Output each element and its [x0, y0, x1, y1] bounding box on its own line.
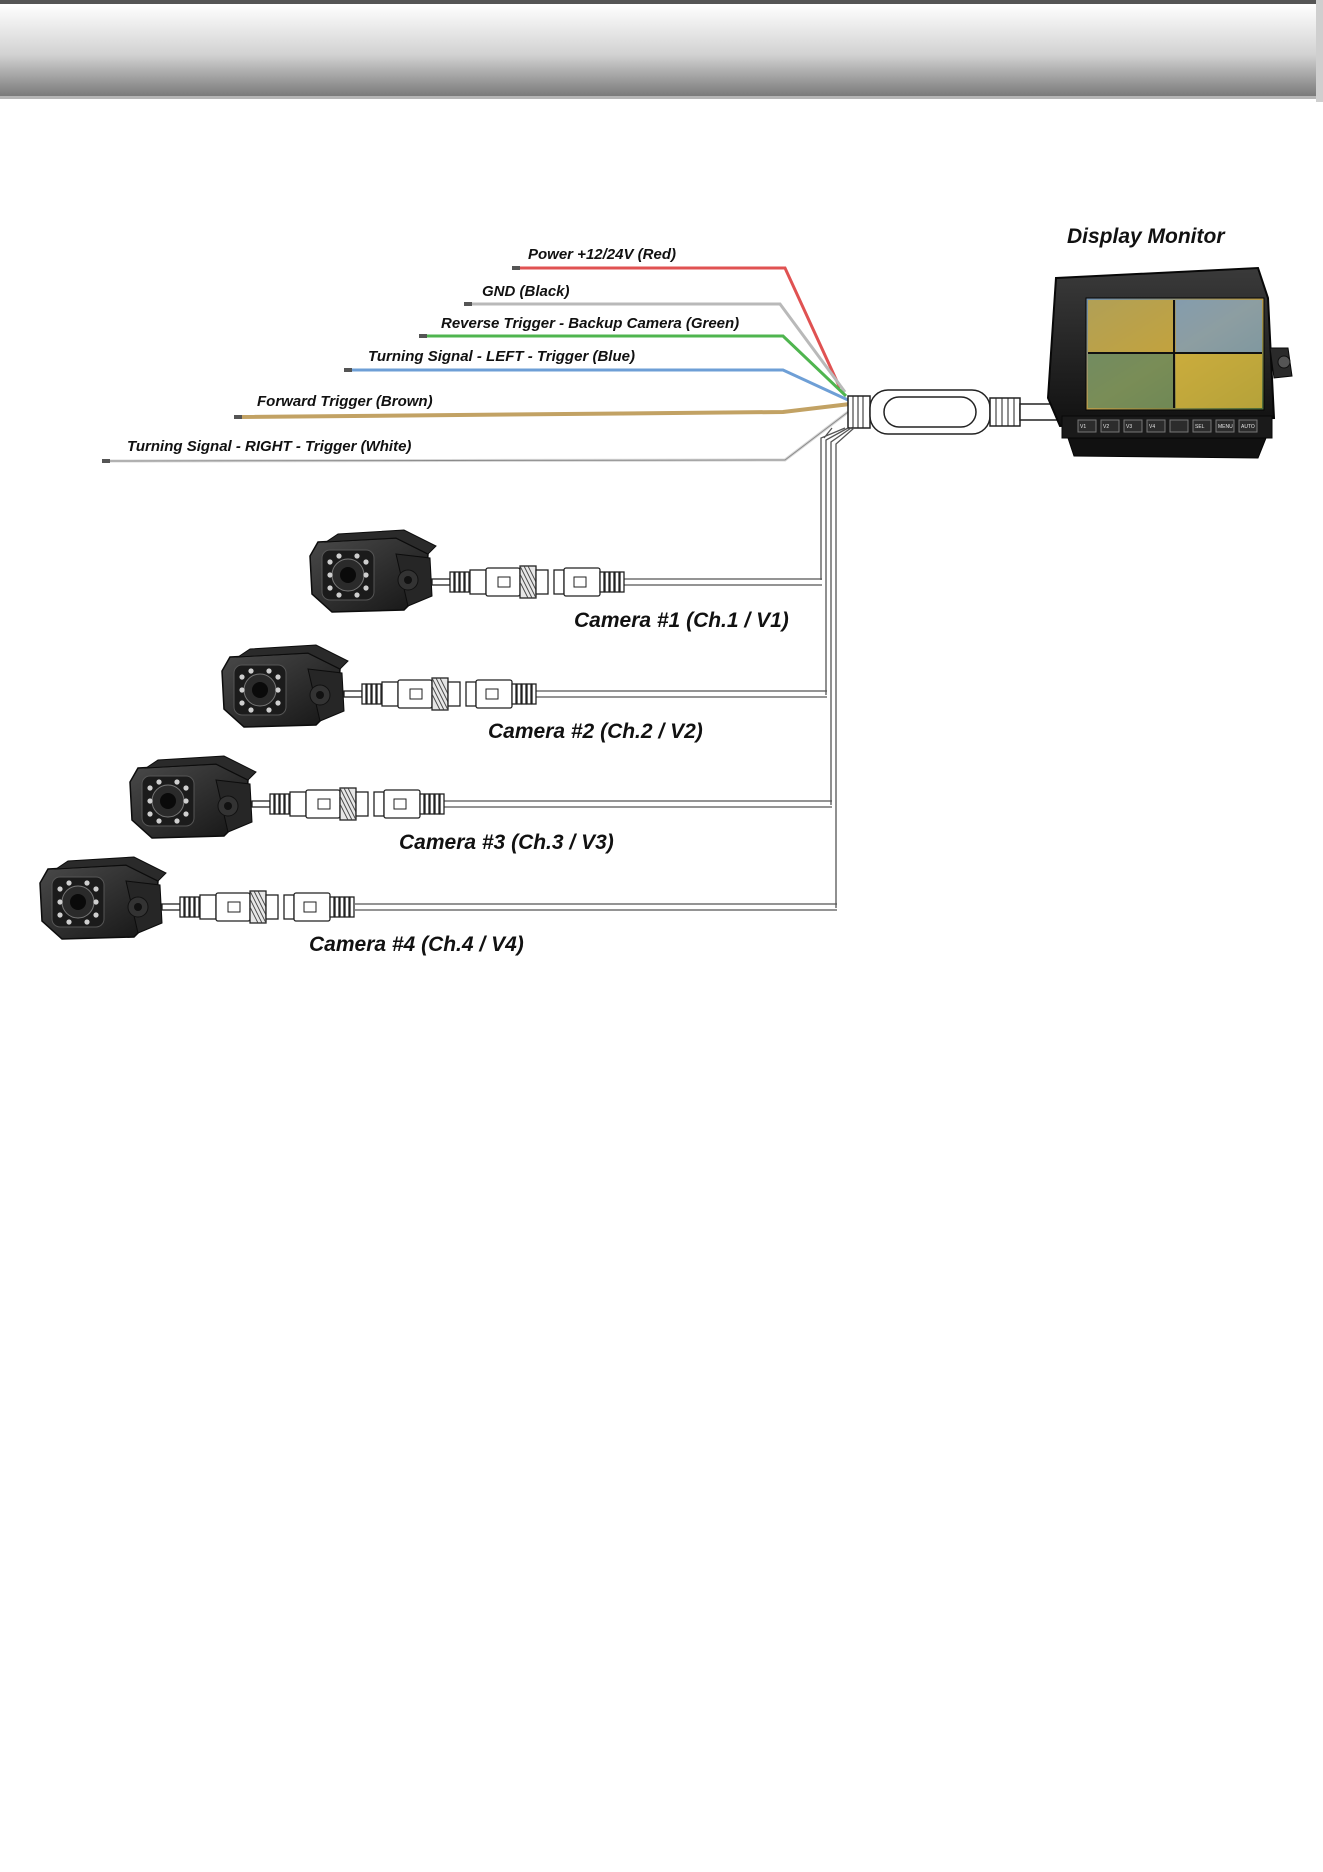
monitor-button-label: V2	[1103, 424, 1109, 430]
camera-label-3: Camera #3 (Ch.3 / V3)	[399, 831, 614, 854]
camera-label-2: Camera #2 (Ch.2 / V2)	[488, 720, 703, 743]
wire-label-power: Power +12/24V (Red)	[528, 246, 676, 263]
monitor-button-label: SEL	[1195, 424, 1205, 430]
monitor-button-label: V4	[1149, 424, 1155, 430]
monitor-button[interactable]	[1169, 419, 1189, 433]
monitor-label: Display Monitor	[1067, 225, 1226, 248]
wire-reverse	[425, 334, 848, 398]
camera-label-1: Camera #1 (Ch.1 / V1)	[574, 609, 789, 632]
monitor-button[interactable]	[1192, 419, 1212, 433]
wire-power	[518, 266, 842, 389]
monitor-button[interactable]	[1123, 419, 1143, 433]
wire-label-reverse: Reverse Trigger - Backup Camera (Green)	[441, 315, 739, 332]
monitor-button[interactable]	[1238, 419, 1258, 433]
junction-box	[847, 389, 1059, 435]
camera-3	[129, 755, 445, 839]
wire-label-turn-left: Turning Signal - LEFT - Trigger (Blue)	[368, 348, 635, 365]
monitor-button-label: AUTO	[1241, 424, 1255, 430]
header-bar	[0, 0, 1323, 102]
wire-forward	[239, 402, 851, 419]
monitor-button-label: V1	[1080, 424, 1086, 430]
monitor-button[interactable]	[1100, 419, 1120, 433]
monitor-button[interactable]	[1215, 419, 1235, 433]
camera-label-4: Camera #4 (Ch.4 / V4)	[309, 933, 524, 956]
wire-label-turn-right: Turning Signal - RIGHT - Trigger (White)	[127, 438, 411, 455]
wire-label-gnd: GND (Black)	[482, 283, 570, 300]
monitor-button[interactable]	[1077, 419, 1097, 433]
monitor-button[interactable]	[1146, 419, 1166, 433]
camera-2	[221, 644, 537, 728]
wire-label-forward: Forward Trigger (Brown)	[257, 393, 433, 410]
monitor-button-label: MENU	[1218, 424, 1233, 430]
monitor-button-label: V3	[1126, 424, 1132, 430]
camera-4	[39, 856, 355, 940]
wiring-diagram: Power +12/24V (Red) GND (Black) Reverse …	[39, 225, 1293, 956]
wire-turn-left	[350, 368, 849, 402]
camera-1	[309, 529, 625, 613]
display-monitor: V1 V2 V3 V4 SEL MENU AUTO	[1046, 266, 1293, 459]
wire-gnd	[470, 302, 847, 393]
